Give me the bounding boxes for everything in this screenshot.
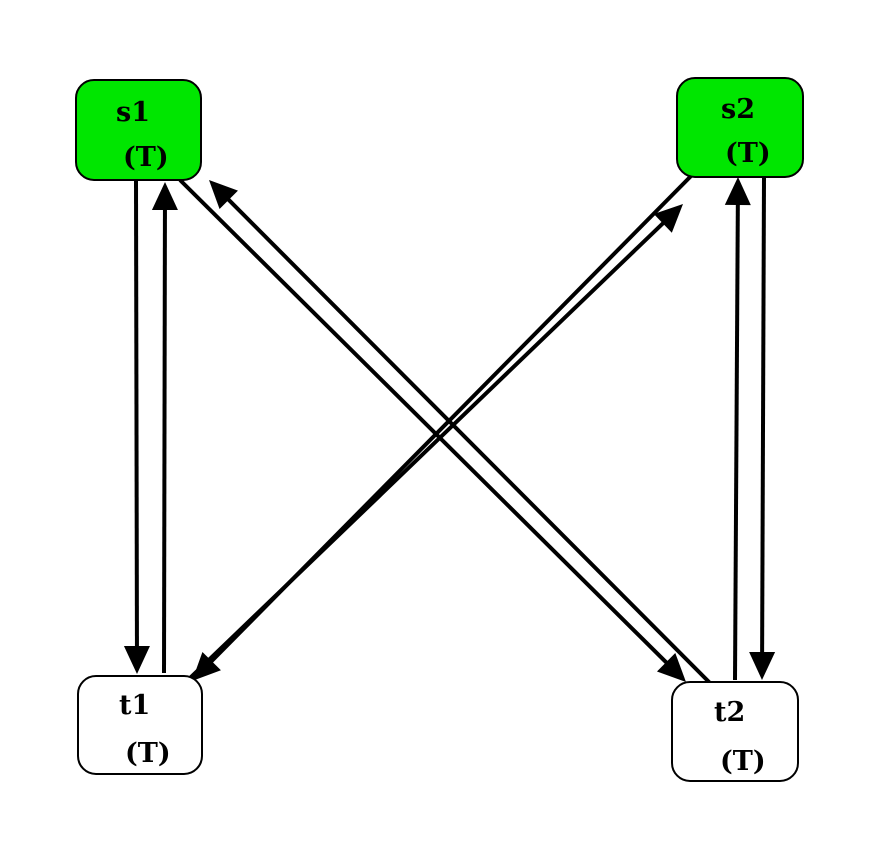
edge-t2-to-s1 — [209, 180, 712, 685]
edge-s1-to-t2 — [178, 178, 686, 682]
node-t1-tag: (T) — [125, 738, 171, 769]
edge-t2-to-s2 — [724, 177, 751, 681]
edge-s2-to-t2 — [749, 176, 776, 680]
arrowhead — [653, 204, 683, 233]
node-s2: s2 (T) — [676, 77, 804, 178]
edge-t1-to-s1 — [151, 182, 178, 674]
edge-line — [208, 172, 695, 664]
node-t1-name: t1 — [119, 690, 150, 721]
node-s1-tag: (T) — [123, 142, 169, 173]
edge-line — [760, 176, 766, 655]
node-s2-box — [676, 77, 804, 178]
arrowhead — [724, 177, 751, 206]
node-s2-name: s2 — [721, 94, 755, 125]
node-t2-box — [671, 681, 799, 782]
node-s1-box — [75, 79, 202, 181]
edge-line — [162, 207, 167, 674]
node-s1: s1 (T) — [75, 79, 202, 181]
node-t2-tag: (T) — [720, 746, 766, 777]
nodes-layer: s1 (T) s2 (T) t1 (T) t2 (T) — [75, 77, 804, 782]
node-t1-box — [77, 675, 203, 775]
arrowhead — [209, 180, 238, 210]
arrowhead — [749, 651, 776, 680]
edge-line — [134, 179, 139, 649]
arrowhead — [151, 182, 178, 211]
edges-layer — [123, 172, 776, 685]
edge-s1-to-t1 — [123, 179, 150, 674]
arrowhead — [656, 653, 686, 682]
node-t2: t2 (T) — [671, 681, 799, 782]
edge-s2-to-t1 — [192, 172, 695, 681]
edge-line — [225, 197, 712, 685]
node-t1: t1 (T) — [77, 675, 203, 775]
node-s2-tag: (T) — [725, 138, 771, 169]
arrowhead — [123, 645, 150, 674]
node-s1-name: s1 — [116, 97, 150, 128]
edge-line — [733, 202, 740, 681]
node-t2-name: t2 — [714, 697, 745, 728]
arrowhead — [192, 651, 221, 681]
edge-line — [178, 178, 669, 666]
